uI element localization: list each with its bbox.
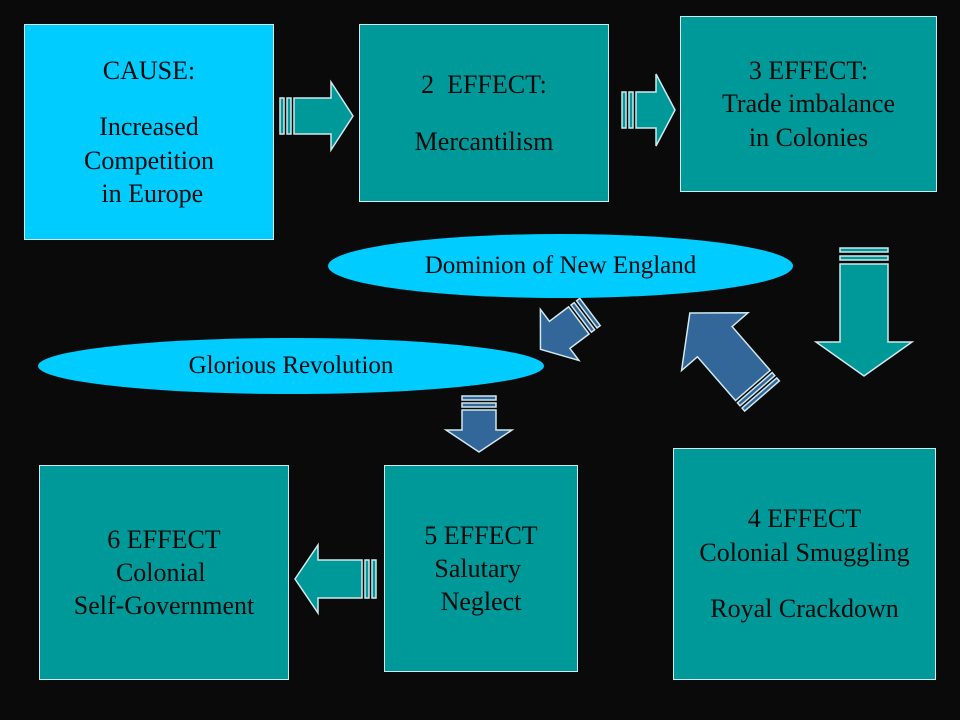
- box-text-line: 3 EFFECT:: [748, 56, 869, 86]
- dominion-label: Dominion of New England: [424, 252, 697, 279]
- box-text-line: 5 EFFECT: [424, 520, 538, 550]
- box-text-line: Increased: [99, 112, 199, 142]
- box-text-line: Trade imbalance: [721, 89, 896, 119]
- glorious-revolution-oval: Glorious Revolution: [38, 338, 544, 394]
- box-text-line: Colonial: [115, 557, 213, 587]
- arrow-right-2: [621, 73, 676, 147]
- effect-2-box: 2 EFFECT: Mercantilism: [359, 24, 609, 202]
- arrow-up-left-crackdown: [680, 312, 781, 413]
- box-text-line: Neglect: [440, 587, 522, 617]
- glorious-revolution-label: Glorious Revolution: [188, 352, 394, 379]
- box-text-line: Colonial Smuggling: [699, 537, 910, 567]
- box-text-line: in Europe: [94, 178, 204, 208]
- box-text-line: Mercantilism: [414, 126, 554, 156]
- arrow-down-3-to-4: [813, 247, 915, 377]
- box-text-line: 2 EFFECT:: [421, 70, 547, 100]
- box-text-line: Self-Government: [73, 591, 255, 621]
- arrow-down-glorious: [443, 395, 515, 453]
- arrow-left-5-to-6: [294, 542, 377, 616]
- arrow-down-left-dominion: [539, 297, 602, 362]
- effect-2-text: 2 EFFECT: Mercantilism: [415, 68, 554, 158]
- box-text-line: Royal Crackdown: [710, 594, 899, 624]
- arrow-right-1: [279, 79, 354, 153]
- box-text-line: 4 EFFECT: [747, 504, 862, 534]
- dominion-oval: Dominion of New England: [328, 234, 793, 298]
- box-text-line: CAUSE:: [102, 55, 196, 85]
- box-text-line: Competition: [84, 145, 214, 175]
- box-text-line: 6 EFFECT: [107, 524, 221, 554]
- box-text-line: Salutary: [434, 553, 528, 583]
- box-text-line: in Colonies: [748, 122, 869, 152]
